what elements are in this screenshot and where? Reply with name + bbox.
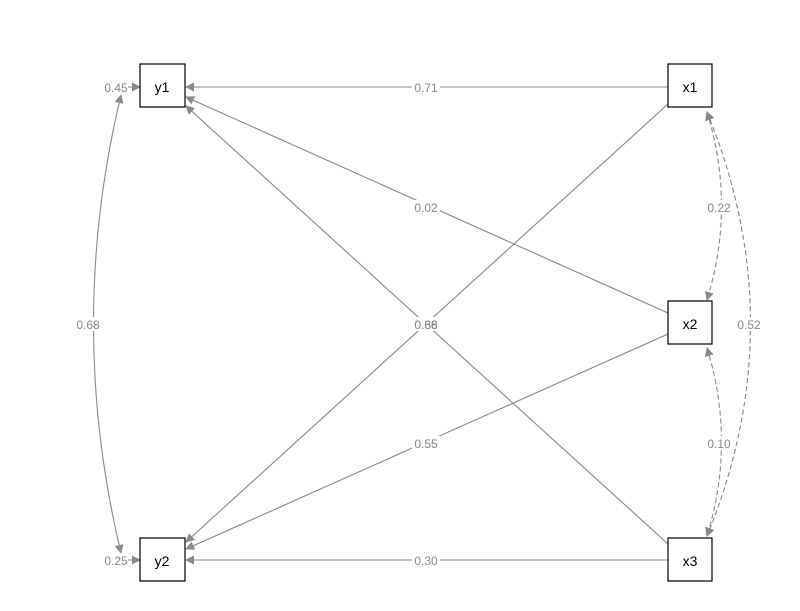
node-x2: x2 bbox=[667, 300, 713, 345]
node-label-x3: x3 bbox=[683, 553, 698, 569]
coef-x3-y1: 0.66 bbox=[414, 318, 438, 332]
coef-x1-y2: 0.38 bbox=[414, 318, 438, 332]
node-label-y2: y2 bbox=[155, 553, 170, 569]
node-label-y1: y1 bbox=[155, 79, 170, 95]
coef-cov-x1-x2: 0.22 bbox=[707, 201, 731, 215]
coef-var-y1: 0.45 bbox=[104, 81, 128, 95]
coef-x3-y2: 0.30 bbox=[414, 554, 438, 568]
coefficient-labels: 0.71 0.02 0.66 0.38 0.55 0.30 0.45 0.25 … bbox=[74, 80, 763, 568]
coef-x1-y1: 0.71 bbox=[414, 81, 438, 95]
coef-cov-x1-x3: 0.52 bbox=[737, 318, 761, 332]
residual-variances bbox=[128, 82, 141, 565]
coef-x2-y1: 0.02 bbox=[414, 201, 438, 215]
node-y1: y1 bbox=[139, 63, 186, 108]
coef-cov-y1-y2: 0.68 bbox=[76, 318, 100, 332]
node-x3: x3 bbox=[667, 537, 713, 582]
node-x1: x1 bbox=[667, 63, 713, 108]
coef-x2-y2: 0.55 bbox=[414, 437, 438, 451]
node-y2: y2 bbox=[139, 537, 186, 582]
coef-var-y2: 0.25 bbox=[104, 554, 128, 568]
node-label-x1: x1 bbox=[683, 79, 698, 95]
coef-cov-x2-x3: 0.10 bbox=[707, 437, 731, 451]
node-label-x2: x2 bbox=[683, 316, 698, 332]
